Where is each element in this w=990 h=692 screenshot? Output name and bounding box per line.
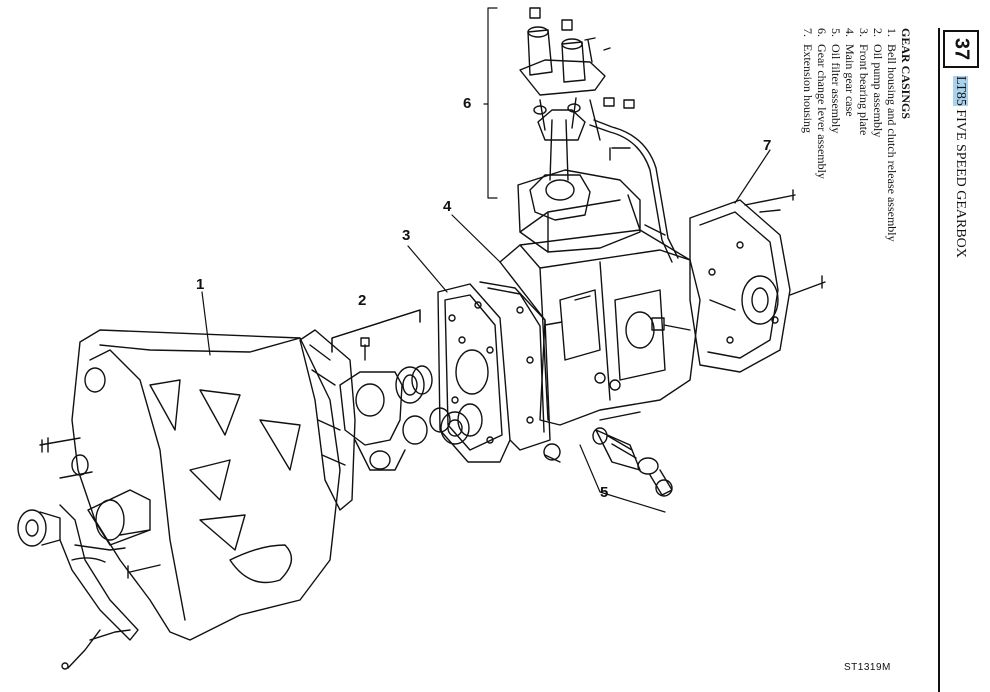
oil-pump-drawing [299,309,470,511]
legend-list: 1.Bell housing and clutch release assemb… [801,28,899,628]
legend-item: 4.Main gear case [843,28,857,117]
legend-item: 7.Extension housing [801,28,815,133]
legend-heading: GEAR CASINGS [899,28,913,120]
callout-4: 4 [443,198,452,215]
page-title: LT85 FIVE SPEED GEARBOX [944,76,974,306]
main-gear-case-drawing [499,229,701,463]
legend-item: 6.Gear change lever assembly [815,28,829,179]
legend-item: 2.Oil pump assembly [871,28,885,138]
callout-3: 3 [402,227,410,244]
front-bearing-plate-drawing [437,281,551,463]
callout-6: 6 [463,95,471,112]
callout-leaders [201,7,771,513]
callout-5: 5 [600,484,608,501]
extension-housing-drawing [689,189,826,373]
parts-legend: GEAR CASINGS 1.Bell housing and clutch r… [795,28,915,628]
bell-housing-drawing [17,329,341,670]
callout-7: 7 [763,137,771,154]
model-highlight: LT85 [953,76,968,106]
legend-item: 3.Front bearing plate [857,28,871,136]
callout-2: 2 [358,292,366,309]
callout-1: 1 [196,276,204,293]
title-text: FIVE SPEED GEARBOX [953,105,968,258]
legend-item: 5.Oil filter assembly [829,28,843,134]
section-number: 37 [950,37,973,61]
legend-item: 1.Bell housing and clutch release assemb… [885,28,899,242]
section-number-box: 37 [943,30,979,68]
drawing-code: ST1319M [844,662,891,673]
page-border-line [938,28,940,692]
gear-lever-assembly-drawing [517,7,679,263]
exploded-gearbox-diagram: 1 2 3 4 5 6 7 [17,7,826,670]
callout-numbers: 1 2 3 4 5 6 7 [196,95,771,501]
oil-filter-drawing [592,427,673,497]
